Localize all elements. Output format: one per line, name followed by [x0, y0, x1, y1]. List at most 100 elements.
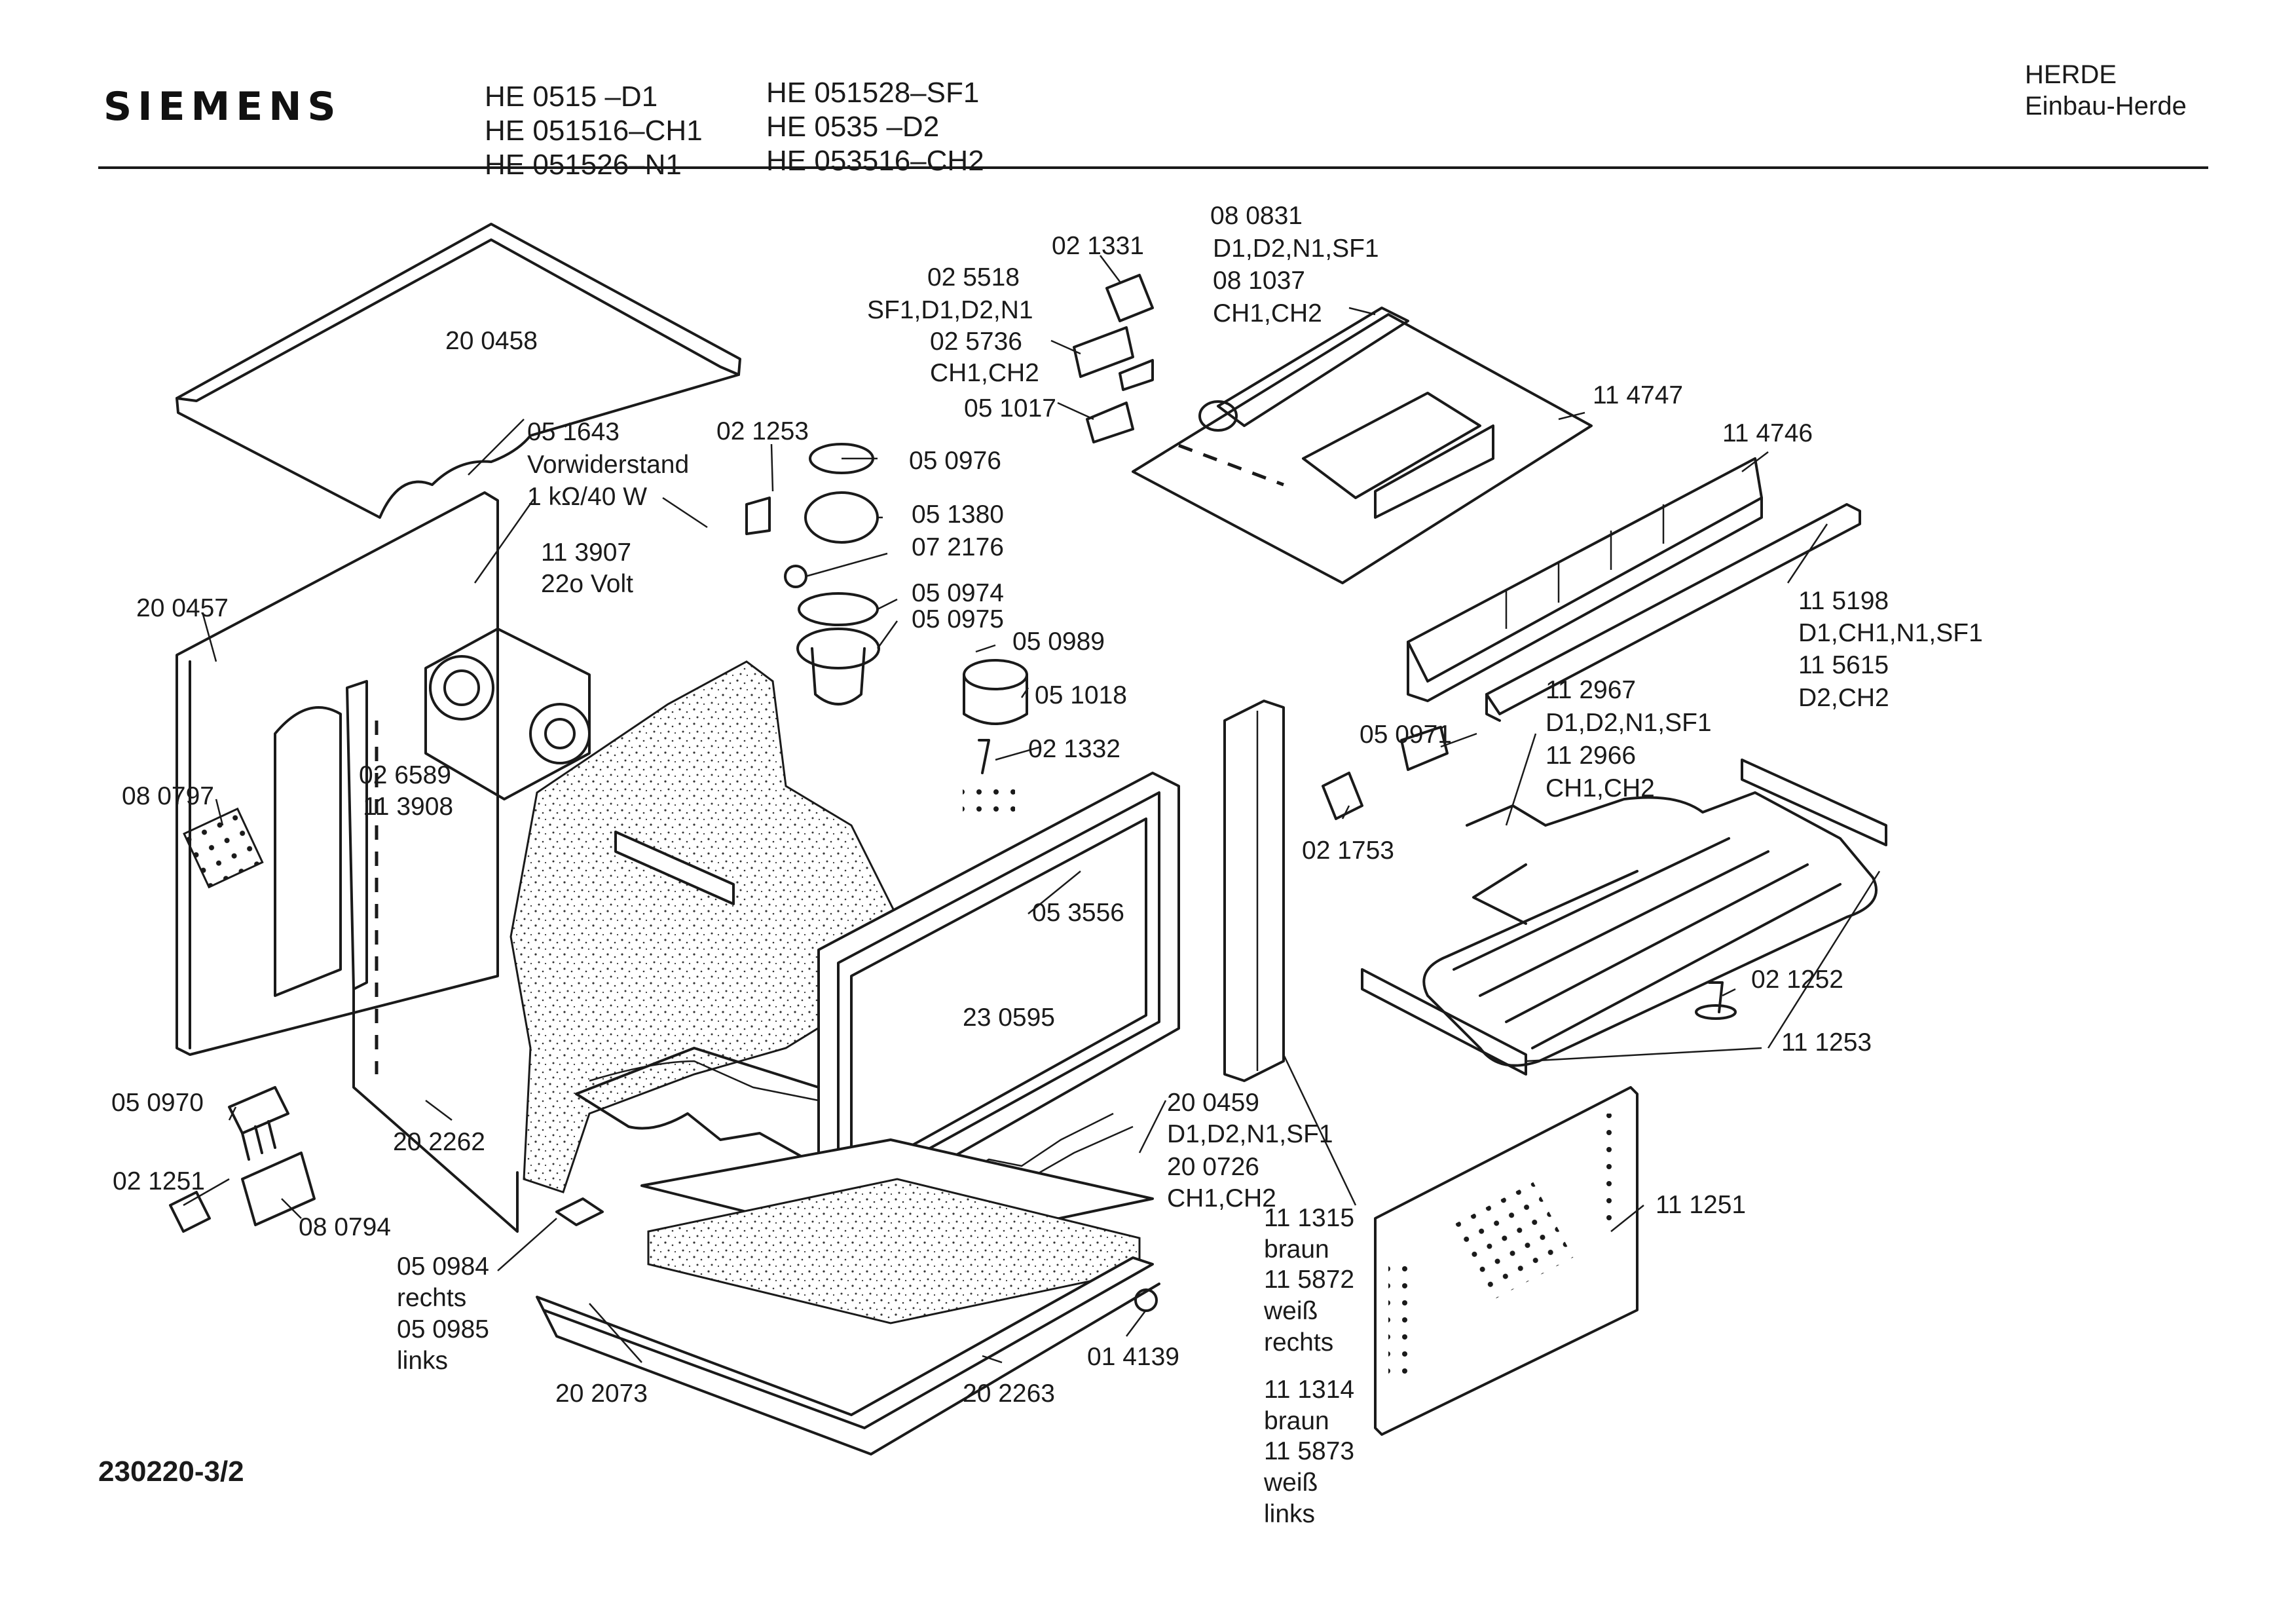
label-051018: 05 1018: [1035, 681, 1127, 709]
oven-lamp-part: [745, 443, 879, 588]
label-080831-variants: D1,D2,N1,SF1: [1213, 235, 1379, 263]
label-112967-variants: D1,D2,N1,SF1: [1546, 709, 1712, 737]
label-021251: 02 1251: [113, 1167, 205, 1195]
model-he0535-d2: HE 0535 –D2: [766, 111, 940, 143]
model-he053516-ch2: HE 053516–CH2: [766, 145, 984, 177]
fan-motor-part: [424, 628, 591, 800]
label-014139: 01 4139: [1087, 1343, 1179, 1371]
label-050970: 05 0970: [111, 1089, 204, 1117]
label-114746: 11 4746: [1722, 419, 1813, 447]
label-050971: 05 0971: [1360, 721, 1452, 749]
header-rule: [98, 166, 2208, 169]
label-025736: 02 5736: [930, 328, 1022, 356]
label-rechts-hinge: rechts: [397, 1284, 467, 1312]
label-115198: 11 5198: [1798, 587, 1889, 615]
label-021252: 02 1252: [1751, 966, 1843, 994]
cooling-fan-part: [1132, 307, 1593, 584]
label-230595: 23 0595: [963, 1004, 1055, 1032]
heating-element-part: [1422, 791, 1878, 1067]
category-title: HERDE: [2025, 60, 2117, 89]
top-cover-part: [176, 223, 741, 519]
category-block: HERDE Einbau-Herde: [2025, 59, 2187, 122]
label-115615-variants: D2,CH2: [1798, 684, 1889, 712]
label-113907: 11 3907: [541, 538, 632, 567]
label-115615: 11 5615: [1798, 651, 1889, 679]
label-200726: 20 0726: [1167, 1153, 1259, 1181]
front-strip-part: [1485, 503, 1861, 722]
rear-panel-part: [346, 680, 519, 1233]
label-080831: 08 0831: [1210, 202, 1303, 230]
oven-cavity-strip-part: [614, 831, 735, 905]
model-he051528-sf1: HE 051528–SF1: [766, 77, 980, 109]
label-115873: 11 5873: [1264, 1437, 1355, 1465]
label-050984: 05 0984: [397, 1252, 489, 1281]
label-072176: 07 2176: [912, 533, 1004, 561]
label-200726-variants: CH1,CH2: [1167, 1184, 1276, 1212]
label-111251: 11 1251: [1656, 1191, 1747, 1219]
label-111314: 11 1314: [1264, 1376, 1355, 1404]
fan-grille-part: [963, 779, 1015, 812]
lower-left-parts: [169, 1086, 1158, 1312]
label-weiss-rechts: weiß: [1264, 1297, 1318, 1325]
label-025518: 02 5518: [927, 263, 1020, 291]
side-rail-part: [1223, 700, 1285, 1082]
label-051643: 05 1643: [527, 418, 620, 446]
label-202073: 20 2073: [555, 1379, 648, 1408]
label-220-volt: 22o Volt: [541, 570, 633, 598]
control-panel-strip-part: [1407, 457, 1763, 702]
label-111315: 11 1315: [1264, 1204, 1355, 1232]
leader-lines: [183, 255, 1881, 1364]
label-081037: 08 1037: [1213, 267, 1305, 295]
label-202262: 20 2262: [393, 1128, 485, 1156]
label-112966: 11 2966: [1546, 741, 1637, 770]
lamp-socket-part: [796, 592, 880, 705]
label-050985: 05 0985: [397, 1315, 489, 1343]
label-weiss-links: weiß: [1264, 1469, 1318, 1497]
vent-grille-part: [183, 807, 264, 889]
label-vorwiderstand: Vorwiderstand: [527, 451, 690, 479]
model-he0515-d1: HE 0515 –D1: [485, 81, 658, 113]
label-053556: 05 3556: [1032, 899, 1124, 927]
label-114747: 11 4747: [1593, 381, 1684, 409]
small-bracket-part: [1322, 726, 1887, 1076]
label-111253: 11 1253: [1781, 1028, 1872, 1057]
label-115872: 11 5872: [1264, 1266, 1355, 1294]
label-braun-links: braun: [1264, 1407, 1329, 1435]
label-021253: 02 1253: [716, 417, 809, 445]
label-021332: 02 1332: [1028, 735, 1120, 763]
model-list-col2: HE 051528–SF1 HE 0535 –D2 HE 053516–CH2: [766, 76, 984, 178]
rear-cover-part: [1374, 1086, 1639, 1436]
label-112966-variants: CH1,CH2: [1546, 774, 1655, 802]
brand-logo: SIEMENS: [103, 84, 342, 130]
label-080794: 08 0794: [299, 1213, 391, 1241]
convection-fan-part: [963, 659, 1028, 812]
label-050975: 05 0975: [912, 605, 1004, 633]
label-200458: 20 0458: [445, 327, 538, 355]
model-he051526-n1: HE 051526–N1: [485, 149, 682, 181]
label-025518-variants: SF1,D1,D2,N1: [867, 296, 1033, 324]
label-051017: 05 1017: [964, 394, 1056, 422]
category-subtitle: Einbau-Herde: [2025, 92, 2187, 121]
model-he051516-ch1: HE 051516–CH1: [485, 115, 703, 147]
label-050976: 05 0976: [909, 447, 1001, 475]
left-side-panel-part: [176, 491, 499, 1056]
document-number: 230220-3/2: [98, 1455, 244, 1488]
label-links-hinge: links: [397, 1347, 449, 1375]
label-200459: 20 0459: [1167, 1089, 1259, 1117]
label-112967: 11 2967: [1546, 676, 1637, 704]
label-050989: 05 0989: [1012, 628, 1105, 656]
label-021753: 02 1753: [1302, 836, 1394, 865]
label-021331: 02 1331: [1052, 232, 1144, 260]
label-202263: 20 2263: [963, 1379, 1055, 1408]
label-links-rail: links: [1264, 1500, 1316, 1528]
label-050974: 05 0974: [912, 579, 1004, 607]
label-resistor-rating: 1 kΩ/40 W: [527, 483, 648, 511]
label-080797: 08 0797: [122, 782, 214, 810]
label-051380: 05 1380: [912, 500, 1004, 529]
model-list-col1: HE 0515 –D1 HE 051516–CH1 HE 051526–N1: [485, 80, 703, 182]
label-115198-variants: D1,CH1,N1,SF1: [1798, 619, 1983, 647]
label-rechts-rail: rechts: [1264, 1328, 1334, 1357]
label-026589: 02 6589: [359, 761, 451, 789]
label-025736-variants: CH1,CH2: [930, 359, 1039, 387]
